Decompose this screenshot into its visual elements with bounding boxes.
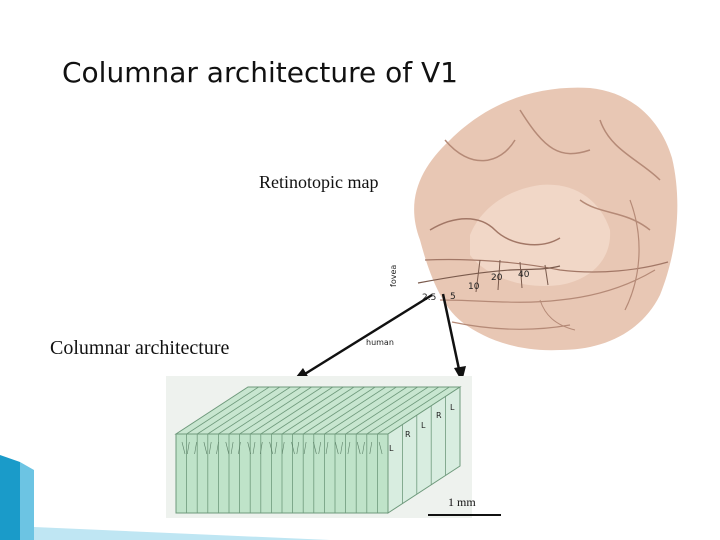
brain-illustration xyxy=(414,88,677,351)
eccentricity-label: 20 xyxy=(491,273,503,283)
scale-bar-label: 1 mm xyxy=(448,495,476,510)
eccentricity-label: 40 xyxy=(518,270,530,280)
columnar-block xyxy=(166,376,472,518)
eccentricity-label: 10 xyxy=(468,282,480,292)
column-label: L xyxy=(450,403,455,412)
arrow-left xyxy=(300,295,432,377)
retinotopic-map-label: Retinotopic map xyxy=(259,172,378,193)
fovea-label: fovea xyxy=(389,265,398,287)
column-label: L xyxy=(421,421,426,430)
columnar-architecture-label: Columnar architecture xyxy=(50,337,229,360)
column-label: R xyxy=(436,411,442,420)
column-label: L xyxy=(389,444,394,453)
eccentricity-label: 5 xyxy=(450,292,456,302)
column-label: R xyxy=(405,430,411,439)
human-label: human xyxy=(366,338,394,347)
